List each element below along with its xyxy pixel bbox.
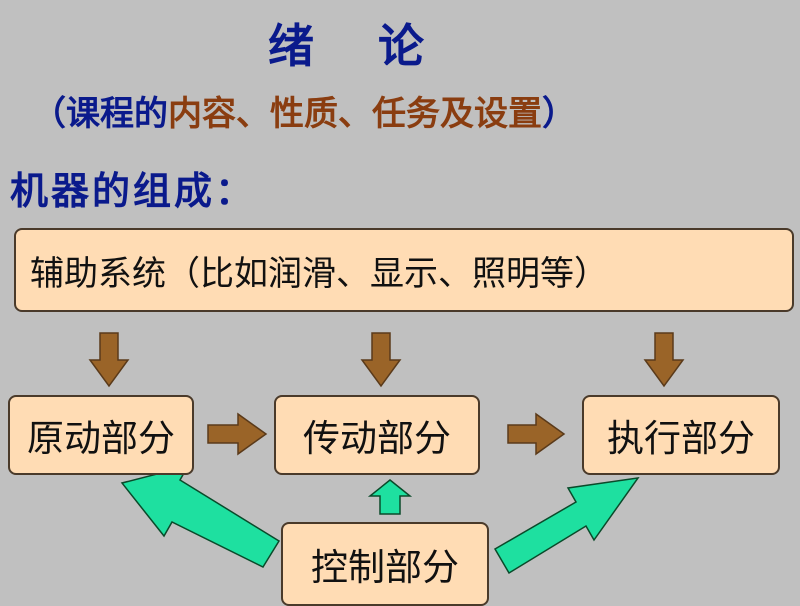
green-arrow-to-actuator xyxy=(493,477,640,575)
slide-subtitle: （课程的内容、性质、任务及设置） xyxy=(32,86,576,135)
down-arrow-prime-mover xyxy=(88,332,130,388)
down-arrow-actuator xyxy=(643,332,685,388)
prime-mover-box: 原动部分 xyxy=(8,395,194,475)
green-arrow-to-prime-mover xyxy=(120,464,281,568)
right-arrow-prime-to-transmission xyxy=(207,412,268,456)
auxiliary-system-box: 辅助系统（比如润滑、显示、照明等） xyxy=(14,228,794,312)
subtitle-close: ） xyxy=(542,94,576,134)
subtitle-highlight: 内容、性质、任务及设置 xyxy=(168,94,542,134)
green-arrow-to-transmission xyxy=(367,479,413,515)
down-arrow-transmission xyxy=(360,332,402,388)
slide-title: 绪 论 xyxy=(268,19,449,73)
actuator-box: 执行部分 xyxy=(582,395,780,475)
section-heading: 机器的组成： xyxy=(10,168,257,213)
right-arrow-transmission-to-actuator xyxy=(507,412,566,456)
control-box: 控制部分 xyxy=(281,522,489,606)
subtitle-open: （课程的 xyxy=(32,94,168,134)
transmission-box: 传动部分 xyxy=(274,395,480,475)
